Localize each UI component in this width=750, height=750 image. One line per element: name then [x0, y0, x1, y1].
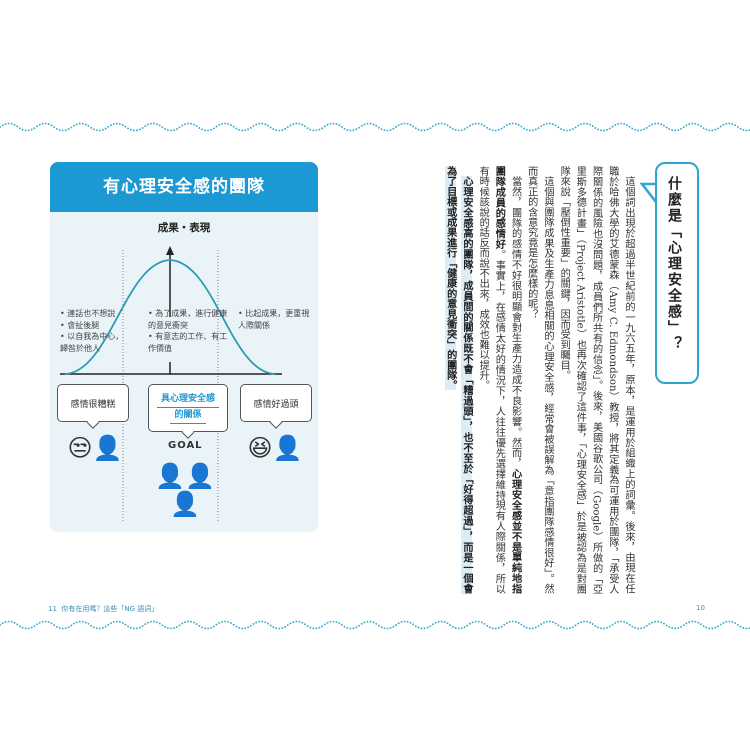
body-text: 這個詞出現於超過半世紀前的一九六五年，原本，是運用於組織上的詞彙。後來，由現在任…	[436, 166, 636, 594]
paragraph-2: 這個與團隊成果及生產力息息相關的心理安全感，經常會被誤解為「意指團隊感情很好」。…	[525, 166, 553, 594]
bullet-item: 以自我為中心，歸咎於他人	[60, 331, 130, 354]
top-wave-divider	[0, 122, 750, 132]
highlighted-conclusion: 心理安全感高的團隊，成員間的關係既不會「糟過頭」，也不至於「好得超過」，而是一個…	[444, 166, 472, 594]
speech-bubble-tail	[640, 182, 658, 203]
bullet-item: 連話也不想說	[60, 308, 130, 320]
bullet-item: 有意志的工作、有工作價值	[148, 331, 228, 354]
footer-left: 11 你有在用嗎？這些「NG 語詞」	[48, 605, 159, 613]
bullet-item: 比起成果，更重視人際關係	[238, 308, 310, 331]
paragraph-3: 當然，團隊的感情不好很明顯會對生產力造成不良影響。然而，心理安全感並不是單純地指…	[477, 166, 521, 594]
right-bullet-list: 比起成果，更重視人際關係	[238, 308, 310, 331]
emphasis-text: 心理安全感並不是單純地指團隊成員的感情好	[493, 166, 521, 594]
bullet-item: 會扯後腿	[60, 320, 130, 332]
bottom-wave-divider	[0, 620, 750, 630]
section-heading: 什麼是「心理安全感」？	[666, 176, 682, 352]
axis-arrow-icon	[166, 246, 174, 255]
people-illustration-safe: 👤👤👤	[155, 462, 215, 518]
left-bullet-list: 連話也不想說 會扯後腿 以自我為中心，歸咎於他人	[60, 308, 130, 354]
goal-label: GOAL	[168, 440, 203, 451]
people-illustration-too-good: 😆👤	[247, 434, 303, 462]
heading-bubble	[655, 162, 699, 384]
card-title: 有心理安全感的團隊	[50, 162, 318, 212]
paragraph-1: 這個詞出現於超過半世紀前的一九六五年，原本，是運用於組織上的詞彙。後來，由現在任…	[558, 166, 634, 594]
center-bullet-list: 為了成果，進行健康的意見衝突 有意志的工作、有工作價值	[148, 308, 228, 354]
bullet-item: 為了成果，進行健康的意見衝突	[148, 308, 228, 331]
footer-right-page-number: 10	[696, 604, 705, 612]
people-illustration-bad: 😒👤	[67, 434, 123, 462]
paragraph-4: 心理安全感高的團隊，成員間的關係既不會「糟過頭」，也不至於「好得超過」，而是一個…	[442, 166, 474, 594]
speech-bubble-safe: 具心理安全感的關係	[148, 384, 228, 432]
y-axis-label: 成果・表現	[157, 222, 211, 234]
infographic-card: 有心理安全感的團隊 成果・表現 連話也不想說 會扯後腿 以自我為中心，歸咎於他人…	[50, 162, 318, 532]
speech-bubble-too-good: 感情好過頭	[240, 384, 312, 422]
speech-bubble-bad: 感情很糟糕	[57, 384, 129, 422]
